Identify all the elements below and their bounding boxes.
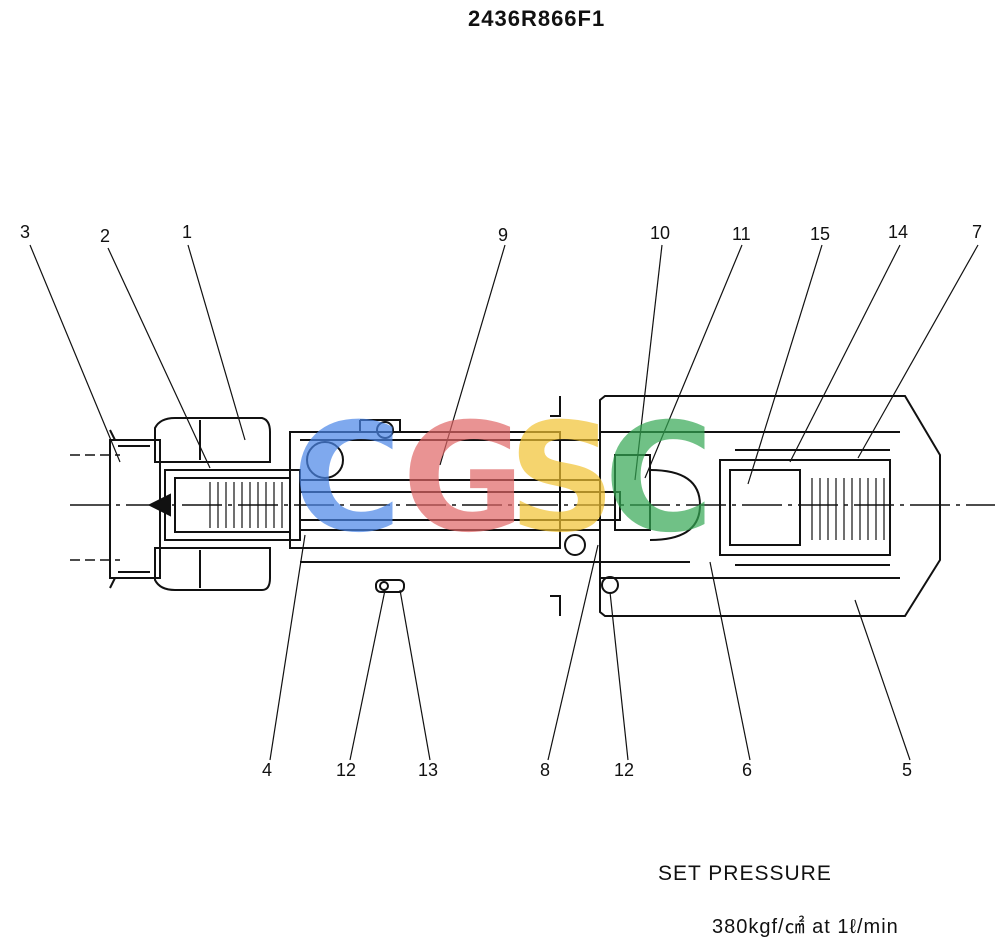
callout-7: 7 [972, 222, 983, 242]
nut-part-1 [154, 417, 271, 463]
right-spring-coil [811, 478, 885, 540]
watermark-letter-g: G [402, 392, 526, 566]
watermark-letter-c2: C [604, 392, 715, 566]
part-number-title: 2436R866F1 [468, 6, 606, 31]
screw-part-2 [164, 469, 301, 541]
callout-2: 2 [100, 226, 111, 246]
callout-14: 14 [888, 222, 909, 242]
left-spring-coil [209, 482, 283, 528]
callout-3: 3 [20, 222, 31, 242]
callout-13: 13 [418, 760, 439, 780]
callout-8: 8 [540, 760, 551, 780]
sleeve-body [289, 431, 561, 549]
callout-4: 4 [262, 760, 273, 780]
callout-9: 9 [498, 225, 509, 245]
callout-12-left: 12 [336, 760, 357, 780]
body-part-5 [599, 395, 941, 617]
set-pressure-label: SET PRESSURE [658, 862, 832, 885]
callout-12-right: 12 [614, 760, 635, 780]
plug-part-3 [109, 439, 161, 579]
oring-part-12-left [375, 579, 405, 593]
watermark-letter-s: S [508, 392, 617, 566]
callout-15: 15 [810, 224, 831, 244]
set-pressure-value: 380kgf/㎠ at 1ℓ/min [712, 916, 899, 938]
spring-housing-part-7 [719, 459, 891, 556]
piston-part-6 [299, 491, 621, 521]
callout-11: 11 [732, 224, 751, 244]
callout-6: 6 [742, 760, 753, 780]
callout-10: 10 [650, 223, 671, 243]
callout-1: 1 [182, 222, 193, 242]
callout-5: 5 [902, 760, 913, 780]
leader-lines [29, 244, 979, 761]
watermark-letter-c1: C [292, 392, 403, 566]
